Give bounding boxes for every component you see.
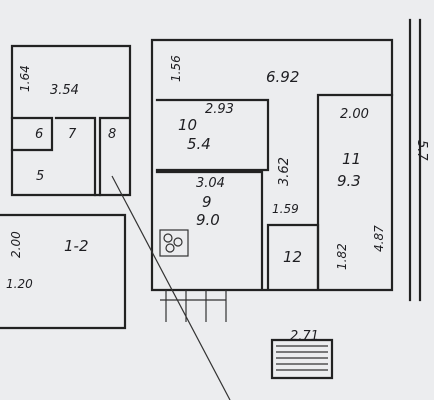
- room-7-label: 7: [68, 127, 77, 142]
- wall-left-lower: [0, 213, 127, 330]
- dim-3-04: 3.04: [196, 176, 225, 191]
- wall-room-11: [316, 93, 394, 290]
- room-12-label: 12: [283, 248, 303, 266]
- dim-2-00-right: 2.00: [340, 107, 369, 122]
- room-11-label: 11: [342, 150, 362, 168]
- wall-main-outer: [150, 38, 394, 292]
- dim-2-71: 2.71: [290, 329, 319, 344]
- dim-1-59: 1.59: [272, 202, 299, 216]
- wall-right-strip: [408, 18, 422, 302]
- dim-1-82: 1.82: [335, 243, 349, 270]
- stair-outline: [270, 338, 334, 380]
- wall-left-block: [10, 44, 132, 197]
- dim-2-00-left: 2.00: [9, 231, 23, 258]
- wall-room-6: [10, 116, 54, 152]
- wall-room-8: [98, 116, 130, 197]
- room-6-label: 6: [35, 127, 44, 142]
- dim-1-64: 1.64: [18, 65, 32, 92]
- dim-3-54: 3.54: [50, 83, 79, 98]
- dim-1-56: 1.56: [169, 55, 183, 82]
- wall-room-9: [155, 170, 264, 290]
- wall-room-7: [54, 116, 97, 197]
- room-10-area: 5.4: [187, 135, 211, 153]
- dim-3-62: 3.62: [277, 157, 292, 186]
- dim-4-87: 4.87: [372, 225, 386, 252]
- dim-1-20: 1.20: [6, 277, 33, 291]
- dim-5-7-edge: 5.7: [414, 140, 429, 161]
- room-5-label: 5: [36, 169, 45, 184]
- room-11-area: 9.3: [337, 172, 361, 190]
- room-9-area: 9.0: [196, 211, 220, 229]
- room-9-label: 9: [202, 193, 212, 211]
- dim-6-92: 6.92: [266, 68, 300, 86]
- room-10-label: 10: [178, 116, 198, 134]
- room-1-2-label: 1-2: [64, 237, 89, 255]
- room-8-label: 8: [108, 127, 117, 142]
- dim-2-93: 2.93: [205, 102, 234, 117]
- wall-room-10: [155, 98, 270, 172]
